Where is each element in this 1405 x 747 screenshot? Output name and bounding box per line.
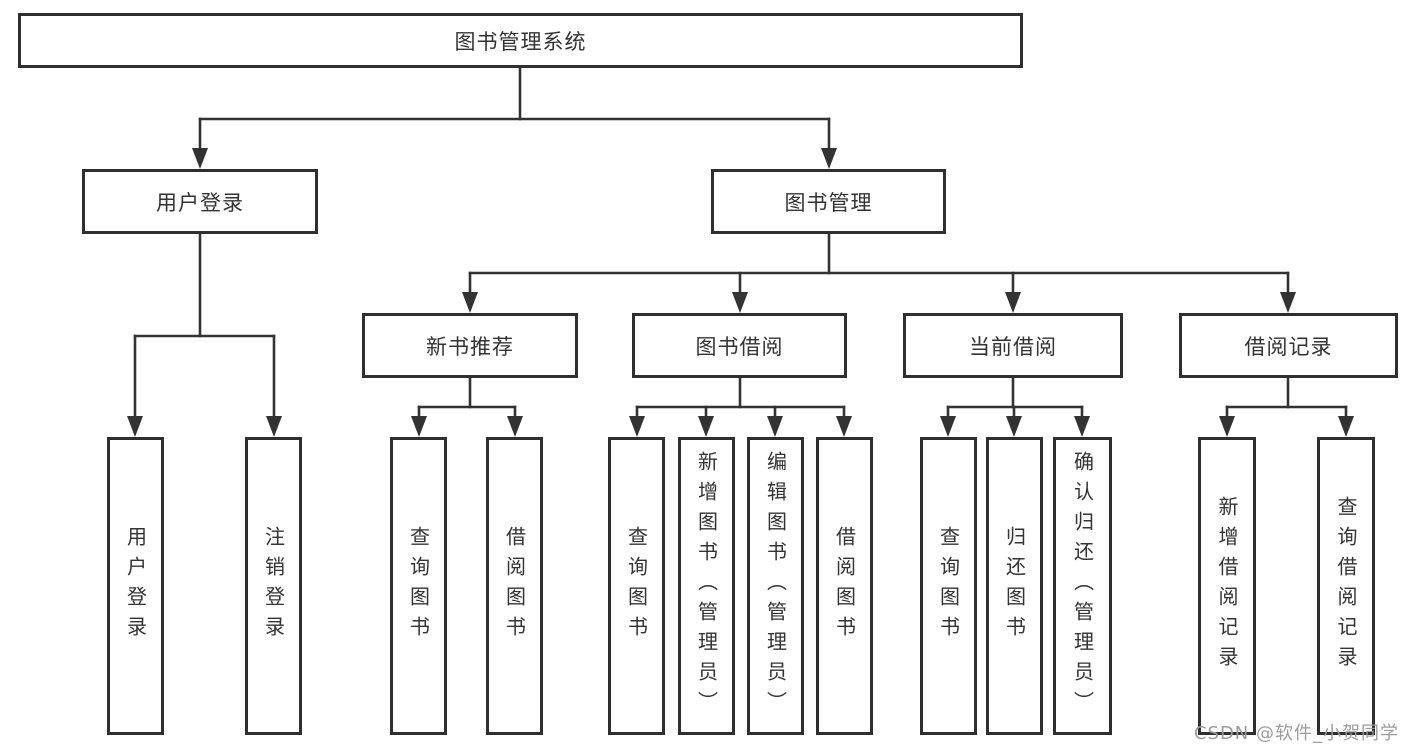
leaf-query-books-current-label: 查询图书 bbox=[936, 526, 961, 646]
leaf-return-books-label: 归还图书 bbox=[1002, 526, 1027, 646]
leaf-confirm-return-admin: 确认归还（管理员） bbox=[1053, 437, 1112, 735]
node-user-login-label: 用户登录 bbox=[156, 190, 244, 215]
leaf-borrow-books-label: 借阅图书 bbox=[832, 526, 857, 646]
leaf-logout: 注销登录 bbox=[245, 437, 302, 735]
leaf-borrow-books-recommend: 借阅图书 bbox=[486, 437, 543, 735]
node-current-borrow: 当前借阅 bbox=[903, 313, 1123, 378]
node-book-borrow-label: 图书借阅 bbox=[695, 334, 784, 359]
leaf-return-books: 归还图书 bbox=[986, 437, 1043, 735]
leaf-query-borrow-record: 查询借阅记录 bbox=[1317, 437, 1375, 735]
leaf-edit-books-admin-label: 编辑图书（管理员） bbox=[763, 451, 788, 721]
leaf-confirm-return-admin-label: 确认归还（管理员） bbox=[1070, 451, 1095, 721]
node-book-management: 图书管理 bbox=[711, 169, 946, 234]
node-new-book-recommend: 新书推荐 bbox=[362, 313, 578, 378]
node-current-borrow-label: 当前借阅 bbox=[969, 334, 1057, 359]
leaf-query-books-borrow-label: 查询图书 bbox=[624, 526, 649, 646]
leaf-query-books-recommend-label: 查询图书 bbox=[406, 526, 431, 646]
leaf-logout-label: 注销登录 bbox=[261, 526, 286, 646]
leaf-add-books-admin: 新增图书（管理员） bbox=[678, 437, 735, 735]
node-root-label: 图书管理系统 bbox=[454, 29, 587, 54]
leaf-query-borrow-record-label: 查询借阅记录 bbox=[1334, 496, 1358, 676]
leaf-user-login: 用户登录 bbox=[107, 437, 164, 735]
node-borrow-records: 借阅记录 bbox=[1179, 313, 1398, 378]
node-new-book-recommend-label: 新书推荐 bbox=[426, 334, 514, 359]
node-user-login: 用户登录 bbox=[82, 169, 318, 234]
leaf-add-borrow-record: 新增借阅记录 bbox=[1198, 437, 1256, 735]
leaf-borrow-books: 借阅图书 bbox=[816, 437, 873, 735]
leaf-borrow-books-recommend-label: 借阅图书 bbox=[502, 526, 527, 646]
leaf-query-books-borrow: 查询图书 bbox=[608, 437, 665, 735]
leaf-query-books-current: 查询图书 bbox=[920, 437, 977, 735]
node-book-borrow: 图书借阅 bbox=[632, 313, 847, 378]
leaf-add-borrow-record-label: 新增借阅记录 bbox=[1215, 496, 1239, 676]
leaf-user-login-label: 用户登录 bbox=[123, 526, 148, 646]
node-book-management-label: 图书管理 bbox=[784, 190, 873, 215]
leaf-add-books-admin-label: 新增图书（管理员） bbox=[694, 451, 719, 721]
node-borrow-records-label: 借阅记录 bbox=[1244, 334, 1333, 359]
leaf-query-books-recommend: 查询图书 bbox=[390, 437, 447, 735]
leaf-edit-books-admin: 编辑图书（管理员） bbox=[747, 437, 804, 735]
node-root: 图书管理系统 bbox=[18, 13, 1023, 68]
watermark: CSDN @软件_小贺同学 bbox=[1193, 723, 1399, 744]
